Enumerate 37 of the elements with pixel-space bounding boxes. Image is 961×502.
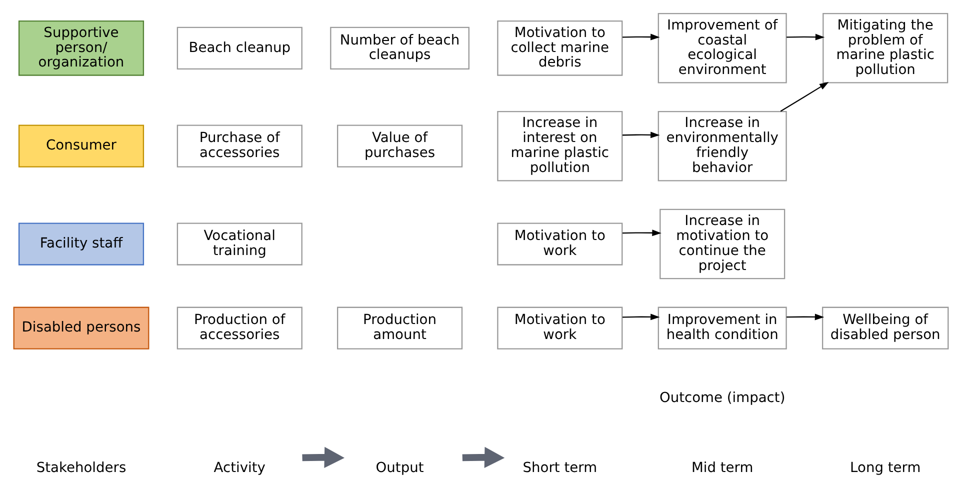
node-text: Short term (522, 460, 597, 476)
node-box: Supportive person/ organization (18, 20, 144, 76)
node-box: Increase in interest on marine plastic pollution (496, 110, 622, 181)
arrow (622, 313, 660, 320)
node-box: Motivation to collect marine debris (496, 20, 622, 76)
node-box: Consumer (18, 124, 144, 167)
arrow (780, 81, 828, 112)
arrow (622, 33, 660, 40)
node-box: Increase in environmentally friendly behavior (657, 110, 786, 181)
node-box: Vocational training (176, 222, 302, 265)
node-box: Motivation to work (496, 306, 622, 349)
node-box: Production amount (336, 306, 462, 349)
node-box: Production of accessories (176, 306, 302, 349)
node-box: Beach cleanup (176, 26, 302, 69)
node-box: Increase in motivation to continue the project (659, 208, 785, 279)
arrow (622, 229, 661, 236)
arrow (622, 131, 660, 138)
label: Outcome (impact) (658, 389, 785, 406)
node-box: Number of beach cleanups (330, 26, 469, 69)
arrow (786, 33, 824, 40)
node-box: Improvement in health condition (657, 306, 786, 349)
node-text: Activity (213, 460, 265, 476)
node-box: Mitigating the problem of marine plastic pollution (822, 12, 948, 83)
node-box: Purchase of accessories (176, 124, 302, 167)
label: Long term (850, 460, 920, 476)
node-box: Value of purchases (336, 124, 462, 167)
node-box: Disabled persons (12, 306, 149, 349)
node-box: Improvement of coastal ecological environment (657, 12, 786, 83)
node-box: Facility staff (18, 222, 144, 265)
node-text: Output (375, 460, 424, 476)
arrow (786, 313, 824, 320)
label: Stakeholders (36, 460, 126, 476)
arrow (302, 446, 344, 468)
node-box: Motivation to work (496, 222, 622, 265)
node-box: Wellbeing of disabled person (822, 306, 948, 349)
label: Mid term (690, 460, 753, 476)
arrow (462, 446, 504, 468)
